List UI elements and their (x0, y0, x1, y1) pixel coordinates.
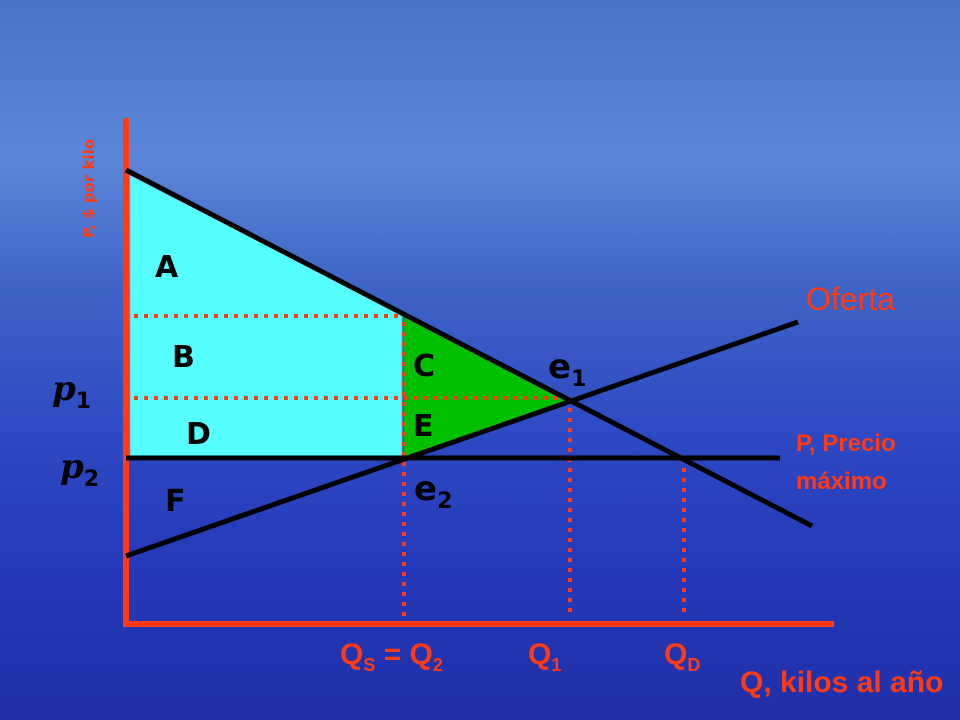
region-e-label: E (413, 409, 434, 444)
q1-base: Q (528, 638, 552, 671)
region-b-label: B (172, 340, 195, 375)
ceiling-label-line2: máximo (796, 468, 887, 495)
ceiling-label-line1: P, Precio (796, 430, 896, 457)
quantity-q1-label: Q1 (528, 638, 562, 675)
e1-base: e (548, 347, 572, 387)
demand-curve (124, 167, 814, 529)
qd-base: Q (664, 638, 688, 671)
q2-sub: 2 (432, 655, 443, 675)
quantity-qs-q2-label: QS = Q2 (340, 638, 443, 675)
equilibrium-e2-label: e2 (414, 472, 452, 513)
price-p2-label: p2 (60, 450, 99, 491)
equals-q2: = Q (383, 638, 433, 671)
region-f-label: F (165, 484, 186, 519)
e1-sub: 1 (571, 366, 587, 392)
p1-base: p (52, 369, 76, 409)
qs-sub: S (363, 655, 376, 675)
p1-sub: 1 (75, 388, 92, 414)
equilibrium-e1-label: e1 (548, 350, 586, 391)
y-axis-label: P, $ por kilo (80, 138, 98, 238)
x-axis-label: Q, kilos al año (740, 666, 944, 699)
q1-sub: 1 (551, 655, 562, 675)
supply-curve (125, 319, 799, 559)
region-c-label: C (413, 349, 436, 384)
p2-sub: 2 (83, 466, 100, 492)
region-d-label: D (186, 417, 211, 452)
e2-sub: 2 (437, 488, 453, 514)
region-a-label: A (155, 250, 179, 285)
qs-base: Q (340, 638, 364, 671)
deadweight-loss-triangle (404, 316, 570, 460)
price-p1-label: p1 (52, 372, 91, 413)
p2-base: p (60, 447, 84, 487)
supply-label: Oferta (806, 281, 895, 317)
e2-base: e (414, 469, 438, 509)
quantity-qd-label: QD (664, 638, 701, 675)
qd-sub: D (687, 655, 701, 675)
